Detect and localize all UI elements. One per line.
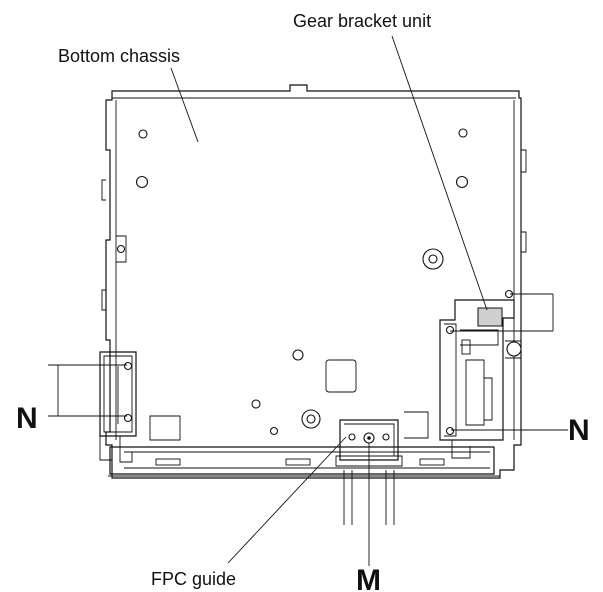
bottom-chassis [101,84,527,479]
bottom-rail [108,446,500,477]
leader-lines [48,35,568,566]
screw-n-right-label: N [568,414,590,447]
gear-bracket-unit-label: Gear bracket unit [293,11,431,31]
screw-n-left-label: N [16,402,38,435]
fpc-guide-label: FPC guide [151,569,236,589]
bottom-chassis-label: Bottom chassis [58,46,180,66]
screw-m [363,432,375,444]
screw-m-label: M [356,564,381,592]
gear-bracket-unit [439,289,522,459]
